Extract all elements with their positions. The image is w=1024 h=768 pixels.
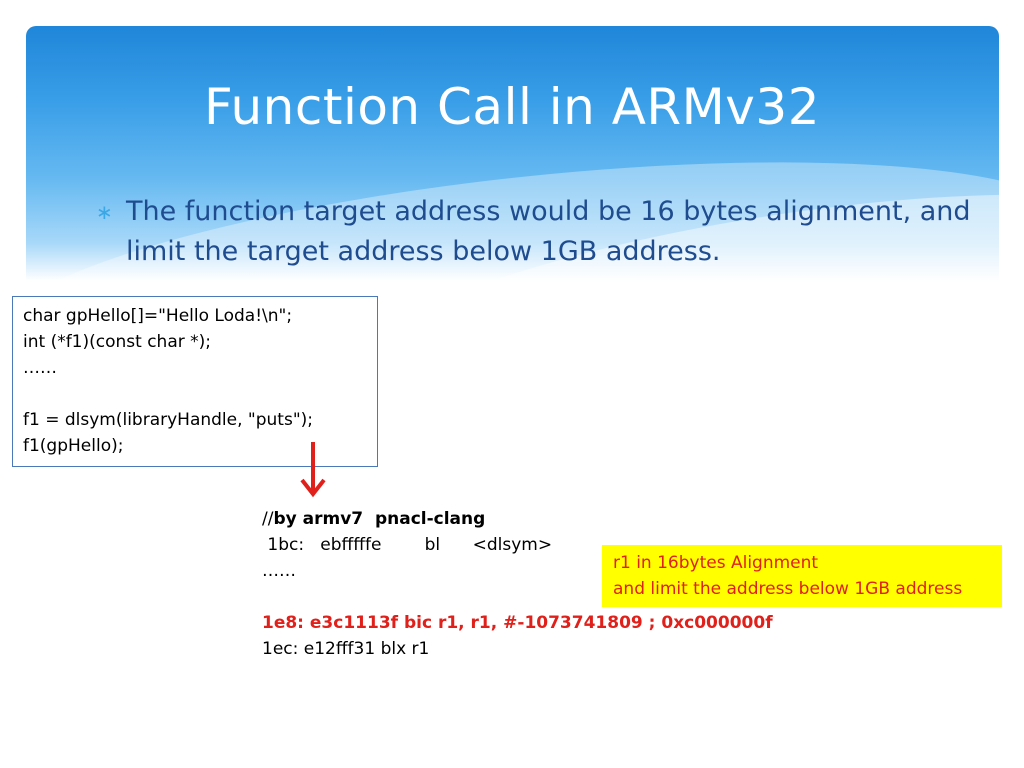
- asm-ellipsis: ……: [262, 561, 296, 581]
- bullet-asterisk-icon: ∗: [96, 200, 113, 224]
- c-code-box: char gpHello[]="Hello Loda!\n"; int (*f1…: [12, 296, 378, 467]
- slide-title: Function Call in ARMv32: [203, 78, 821, 136]
- down-arrow-icon: [300, 442, 326, 498]
- comment-text: by armv7 pnacl-clang: [273, 509, 486, 529]
- asm-line-blx: 1ec: e12fff31 blx r1: [262, 639, 430, 659]
- asm-line-bic: 1e8: e3c1113f bic r1, r1, #-1073741809 ;…: [262, 613, 773, 633]
- code-line: char gpHello[]="Hello Loda!\n";: [23, 306, 293, 326]
- bullet-text: The function target address would be 16 …: [126, 196, 971, 267]
- code-line: f1(gpHello);: [23, 436, 124, 456]
- code-line: f1 = dlsym(libraryHandle, "puts");: [23, 410, 314, 430]
- slide-header-background: [26, 26, 999, 281]
- note-line: r1 in 16bytes Alignment: [613, 553, 819, 573]
- comment-prefix: //: [262, 509, 274, 529]
- asm-line-call: 1bc: ebfffffe bl <dlsym>: [262, 535, 553, 555]
- code-line: ……: [23, 358, 57, 378]
- asm-comment-line: //by armv7 pnacl-clang: [262, 506, 782, 532]
- code-line: [23, 381, 377, 407]
- bullet-point: ∗ The function target address would be 1…: [96, 192, 976, 272]
- asm-listing: //by armv7 pnacl-clang 1bc: ebfffffe bl …: [262, 506, 782, 662]
- highlight-note: r1 in 16bytes Alignment and limit the ad…: [602, 545, 1002, 607]
- code-line: int (*f1)(const char *);: [23, 332, 212, 352]
- note-line: and limit the address below 1GB address: [613, 579, 963, 599]
